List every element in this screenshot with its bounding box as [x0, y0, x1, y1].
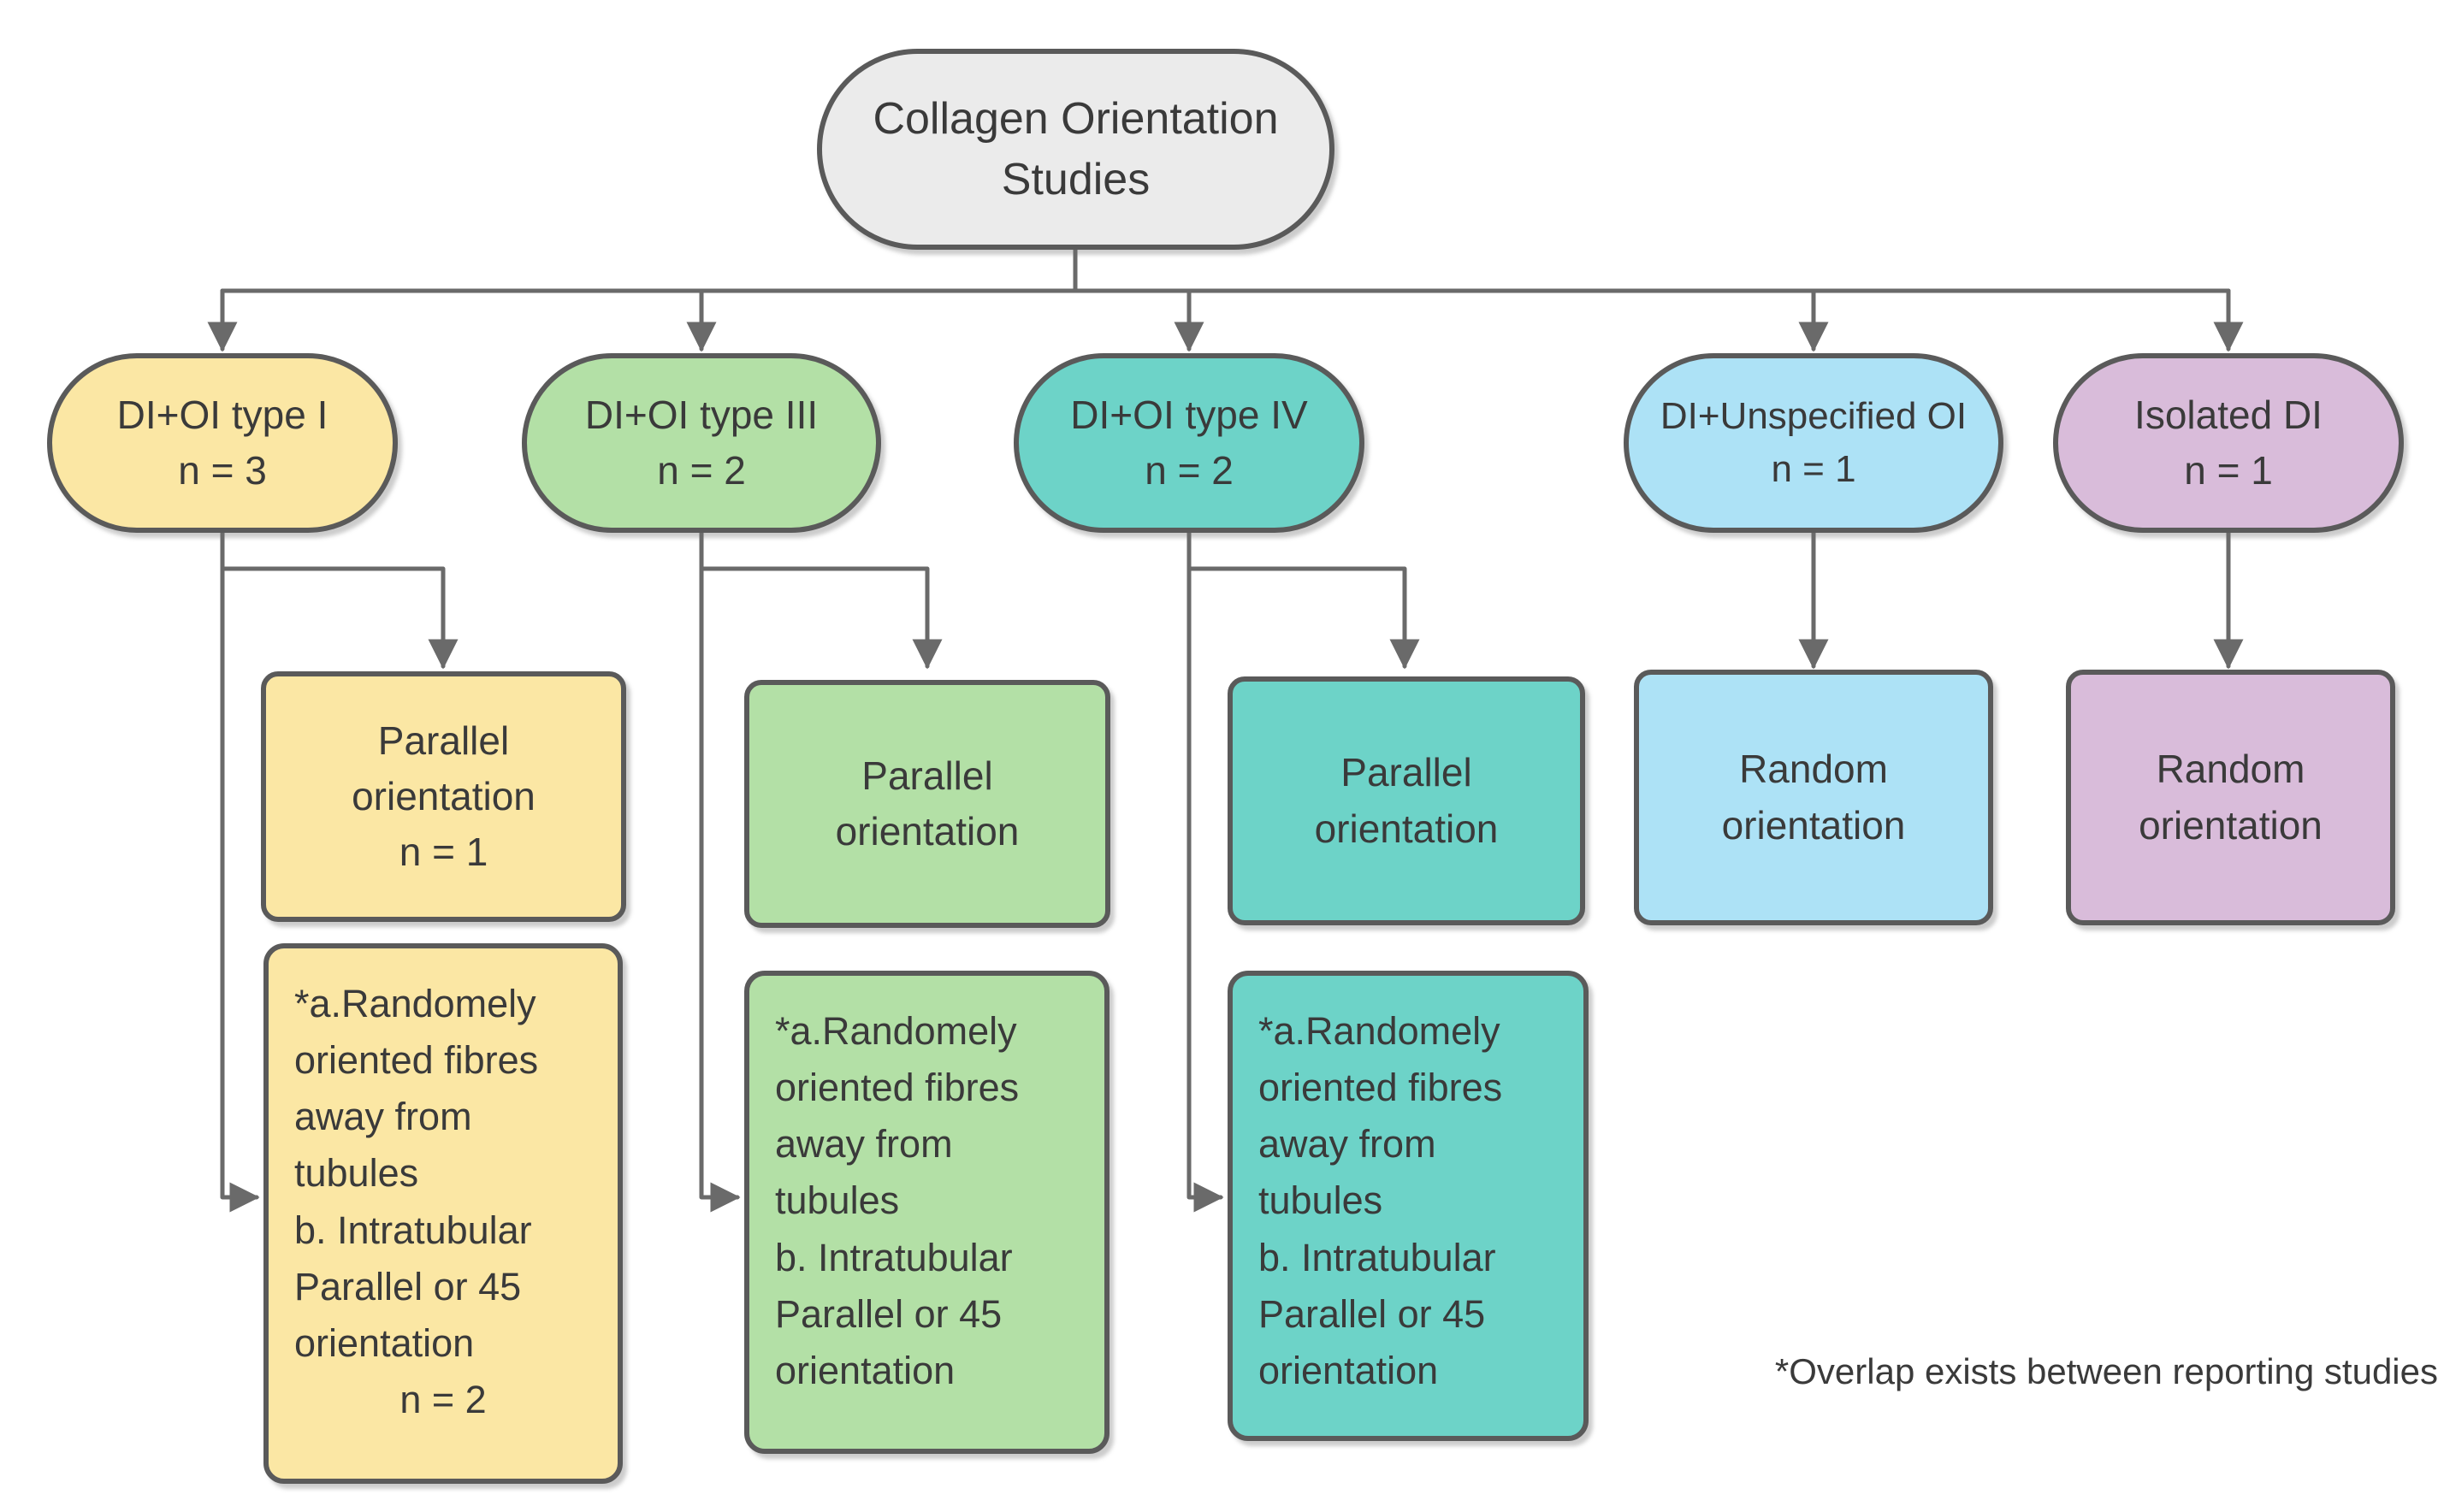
box-detail-1: *a.Randomely oriented fibres away from t…: [263, 943, 623, 1484]
box-random-orientation-4: Random orientation: [1634, 670, 1993, 925]
pill-count: n = 1: [2184, 448, 2273, 493]
elbow-branch-2-child-2: [699, 566, 741, 1213]
pill-count: n = 1: [1771, 448, 1856, 490]
elbow-branch-3-child-2: [1186, 566, 1224, 1213]
pill-count: n = 2: [1145, 448, 1234, 493]
detail-count: n = 2: [399, 1377, 487, 1421]
pill-isolated-di: Isolated DI n = 1: [2053, 353, 2404, 533]
box-random-orientation-5: Random orientation: [2066, 670, 2395, 925]
box-parallel-orientation-2: Parallel orientation: [744, 680, 1110, 928]
pill-count: n = 2: [657, 448, 746, 493]
box-detail-2: *a.Randomely oriented fibres away from t…: [744, 971, 1110, 1454]
root-node: Collagen Orientation Studies: [817, 49, 1334, 250]
footnote: *Overlap exists between reporting studie…: [1774, 1351, 2438, 1391]
elbow-branch-1-child-1: [220, 530, 459, 670]
box-label: Random orientation: [2139, 747, 2323, 848]
pill-label: DI+OI type IV: [1070, 392, 1308, 437]
pill-label: DI+Unspecified OI: [1660, 394, 1968, 437]
box-label: Parallel orientation: [835, 753, 1020, 853]
pill-di-oi-type-1: DI+OI type I n = 3: [47, 353, 398, 533]
box-parallel-orientation-3: Parallel orientation: [1228, 676, 1585, 925]
pill-di-oi-type-3: DI+OI type III n = 2: [522, 353, 881, 533]
box-label: Random orientation: [1721, 747, 1906, 848]
box-detail-3: *a.Randomely oriented fibres away from t…: [1228, 971, 1589, 1441]
box-parallel-orientation-1: Parallel orientation n = 1: [261, 671, 626, 922]
pill-label: DI+OI type I: [116, 392, 328, 437]
elbow-branch-2-child-1: [699, 530, 943, 670]
pill-di-oi-type-4: DI+OI type IV n = 2: [1014, 353, 1364, 533]
elbow-branch-1-child-2: [220, 566, 260, 1213]
box-label: Parallel orientation: [352, 718, 536, 818]
pill-label: Isolated DI: [2134, 392, 2323, 437]
pill-count: n = 3: [178, 448, 267, 493]
elbow-branch-3-child-1: [1186, 530, 1420, 670]
root-label: Collagen Orientation Studies: [873, 94, 1279, 204]
pill-label: DI+OI type III: [584, 392, 819, 437]
box-label: Parallel orientation: [1314, 750, 1499, 851]
detail-text: *a.Randomely oriented fibres away from t…: [775, 1009, 1020, 1392]
pill-di-unspecified-oi: DI+Unspecified OI n = 1: [1624, 353, 2003, 533]
box-count: n = 1: [399, 830, 488, 875]
detail-text: *a.Randomely oriented fibres away from t…: [294, 982, 539, 1365]
detail-text: *a.Randomely oriented fibres away from t…: [1258, 1009, 1503, 1392]
